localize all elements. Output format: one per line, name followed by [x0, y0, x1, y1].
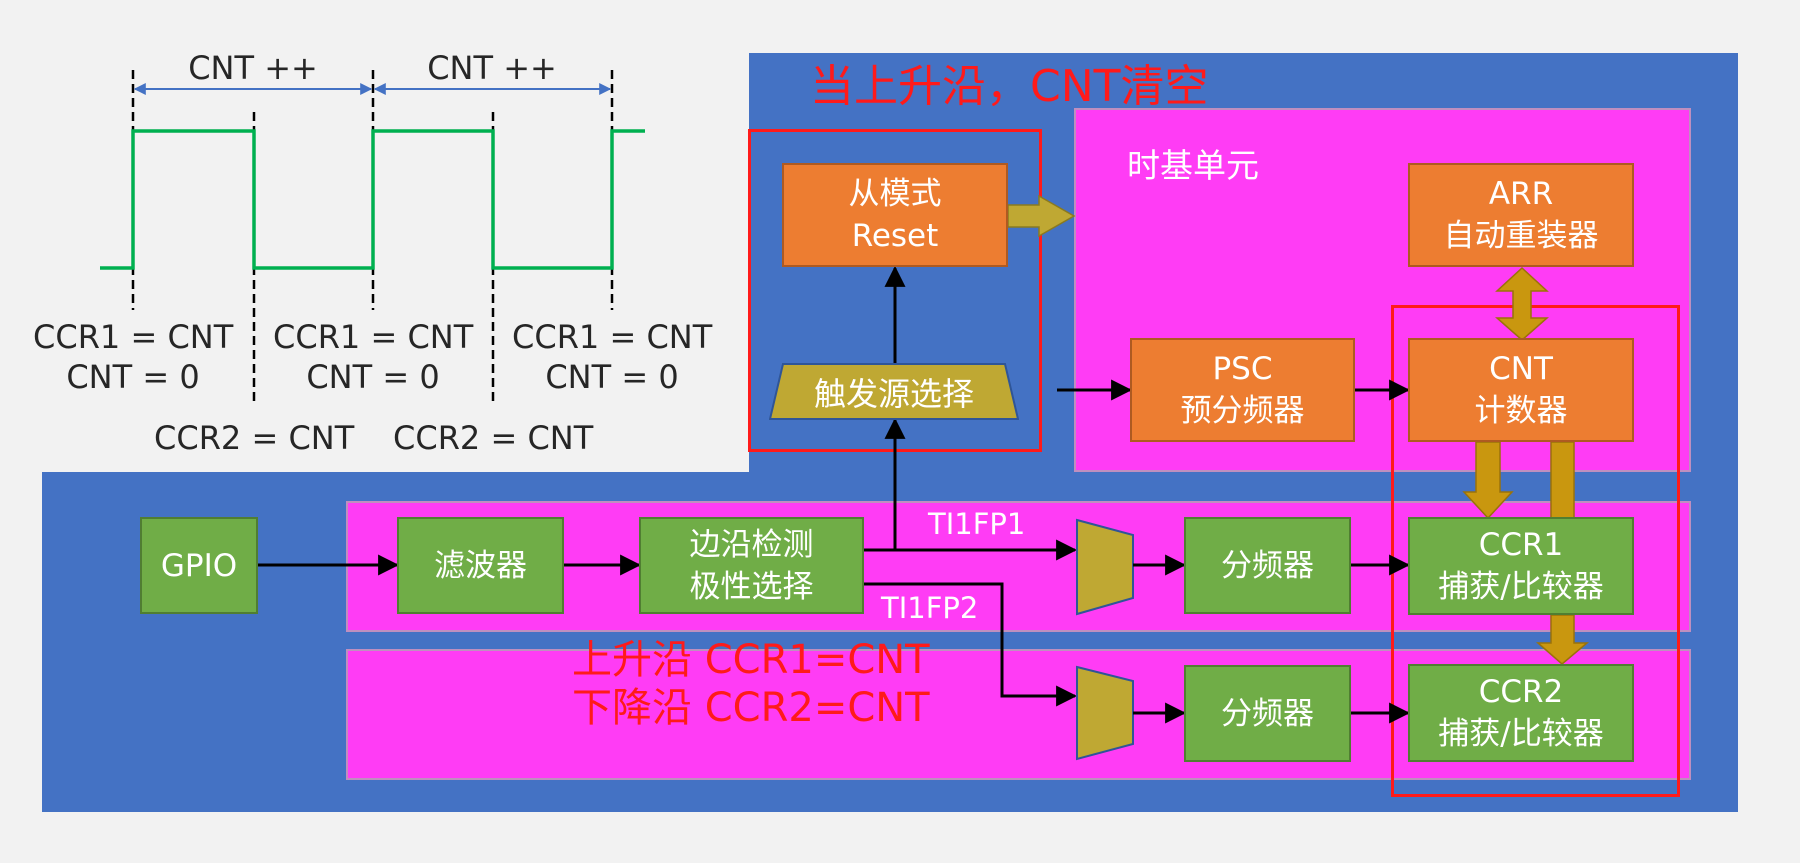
gpio-block: GPIO [140, 517, 258, 614]
cnt-desc: 计数器 [1474, 393, 1568, 429]
edge-detect-label: 边沿检测 [689, 526, 814, 563]
cnt-reset-text: CNT = 0 [306, 358, 440, 396]
reset-note: 当上升沿，CNT清空 [810, 61, 1209, 112]
ccr2-desc: 捕获/比较器 [1438, 716, 1604, 752]
psc-label: PSC [1212, 351, 1273, 387]
ti1fp2-label: TI1FP2 [881, 591, 979, 625]
slave-mode-label: 从模式 [848, 176, 942, 212]
ccr1-capture-text: CCR1 = CNT [512, 318, 713, 356]
arr-cnt-bus-arrow [1495, 266, 1549, 341]
slave-mode-block: 从模式 Reset [782, 163, 1008, 267]
slave-to-timebase-arrow [1007, 194, 1076, 238]
cnt-to-ccr1-bus-arrow [1462, 441, 1514, 520]
ti1fp1-label: TI1FP1 [928, 507, 1026, 541]
rising-edge-label-1: CCR1 = CNT CNT = 0 [33, 317, 233, 397]
psc-desc: 预分频器 [1180, 393, 1305, 429]
cnt-label: CNT [1489, 351, 1553, 387]
rising-edge-note: 上升沿 CCR1=CNT [572, 637, 930, 683]
filter-block: 滤波器 [397, 517, 564, 614]
falling-edge-note: 下降沿 CCR2=CNT [572, 685, 930, 731]
polarity-select-label: 极性选择 [689, 568, 814, 605]
cnt-increment-label-2: CNT ++ [427, 49, 557, 87]
rising-edge-label-2: CCR1 = CNT CNT = 0 [273, 317, 473, 397]
rising-edge-label-3: CCR1 = CNT CNT = 0 [512, 317, 712, 397]
counter-capture-highlight [1391, 305, 1680, 797]
arr-desc: 自动重装器 [1443, 218, 1599, 254]
cnt-reset-text: CNT = 0 [66, 358, 200, 396]
psc-block: PSC 预分频器 [1130, 338, 1355, 442]
ccr1-label: CCR1 [1478, 527, 1564, 563]
cnt-reset-text: CNT = 0 [545, 358, 679, 396]
trigger-select-label: 触发源选择 [813, 374, 974, 413]
timebase-title: 时基单元 [1127, 146, 1259, 185]
ccr1-to-ccr2-bus-arrow [1536, 614, 1590, 665]
arr-label: ARR [1488, 176, 1554, 212]
ccr1-capture-text: CCR1 = CNT [273, 318, 474, 356]
ccr2-block: CCR2 捕获/比较器 [1408, 664, 1634, 762]
ccr1-capture-text: CCR1 = CNT [33, 318, 234, 356]
ccr1-block: CCR1 捕获/比较器 [1408, 517, 1634, 615]
trigger-select-shape [769, 363, 1019, 420]
arr-block: ARR 自动重装器 [1408, 163, 1634, 267]
ccr1-desc: 捕获/比较器 [1438, 569, 1604, 605]
edge-detect-block: 边沿检测 极性选择 [639, 517, 864, 614]
channel1-mux [1076, 518, 1134, 616]
cnt-increment-label-1: CNT ++ [188, 49, 318, 87]
trigger-select-block: 触发源选择 [769, 363, 1019, 420]
input-waveform [100, 129, 645, 270]
falling-edge-label-2: CCR2 = CNT [393, 419, 594, 457]
ti1fp2-arrow [864, 582, 1078, 707]
divider2-block: 分频器 [1184, 665, 1351, 762]
slave-mode-reset-label: Reset [851, 218, 939, 254]
channel2-mux [1076, 665, 1134, 761]
cnt-block: CNT 计数器 [1408, 338, 1634, 442]
ccr2-label: CCR2 [1478, 674, 1564, 710]
falling-edge-label-1: CCR2 = CNT [154, 419, 355, 457]
ccr1-to-cnt-bus [1550, 441, 1575, 519]
edge-capture-note: 上升沿 CCR1=CNT 下降沿 CCR2=CNT [572, 636, 930, 732]
divider1-block: 分频器 [1184, 517, 1351, 614]
